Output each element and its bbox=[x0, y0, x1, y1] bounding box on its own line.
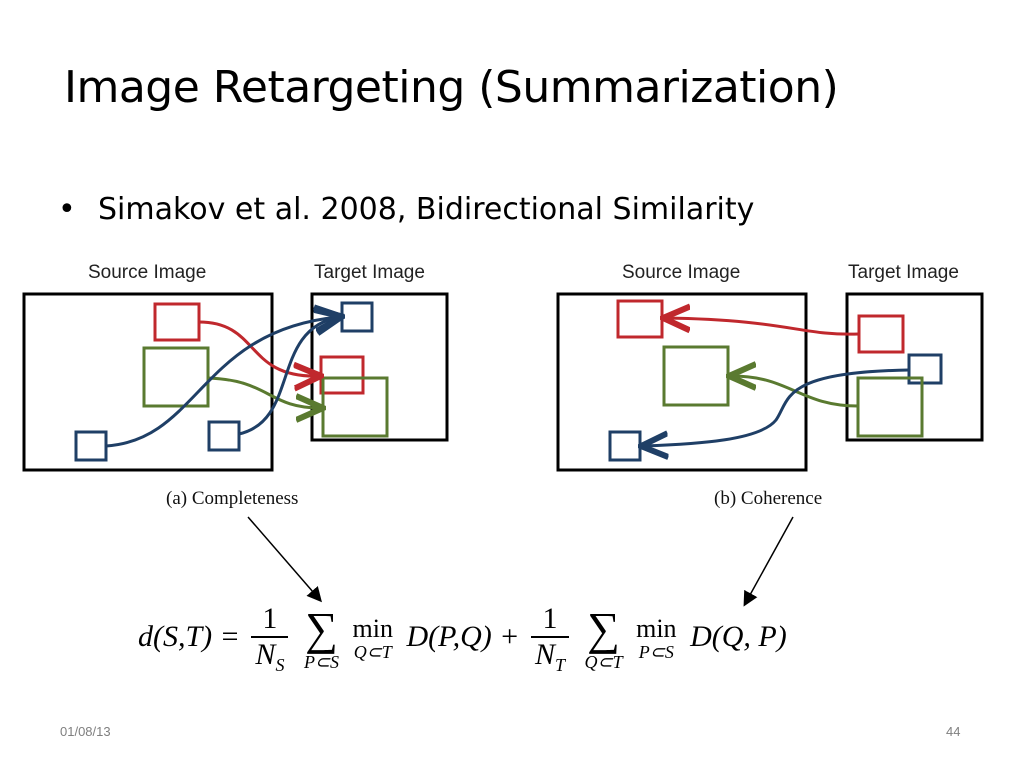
bullet-item: • Simakov et al. 2008, Bidirectional Simi… bbox=[58, 192, 754, 227]
frac1-denominator: N bbox=[255, 638, 276, 671]
fig-a-source-red-patch bbox=[153, 302, 201, 342]
sum1-subscript: P⊂S bbox=[303, 651, 340, 672]
fig-a-target-green-patch bbox=[321, 376, 389, 438]
formula-sum-1: ∑ P⊂S bbox=[303, 602, 340, 673]
fig-b-source-red-patch bbox=[616, 299, 664, 339]
frac1-numerator: 1 bbox=[251, 602, 289, 638]
fig-b-source-blue-patch bbox=[608, 430, 642, 462]
formula-fraction-1: 1 NS bbox=[251, 602, 289, 676]
fig-b-blue-arrow bbox=[644, 368, 910, 446]
formula-min-1: min Q⊂T bbox=[352, 613, 393, 663]
completeness-pointer-arrow bbox=[247, 516, 322, 603]
formula-fraction-2: 1 NT bbox=[530, 602, 570, 676]
fig-a-source-blue-patch-1 bbox=[74, 430, 108, 462]
fig-a-source-label: Source Image bbox=[88, 262, 207, 283]
formula-term-2: D(Q, P) bbox=[690, 619, 787, 653]
bullet-dot: • bbox=[58, 192, 76, 227]
sum1-sigma: ∑ bbox=[305, 602, 338, 654]
fig-a-blue-arrow-1 bbox=[105, 317, 339, 448]
min1-subscript: Q⊂T bbox=[353, 641, 392, 662]
fig-a-red-arrow bbox=[198, 320, 318, 376]
slide-page-number: 44 bbox=[946, 724, 961, 739]
fig-b-target-label: Target Image bbox=[848, 262, 959, 283]
slide-date: 01/08/13 bbox=[60, 724, 111, 739]
fig-a-green-arrow bbox=[207, 376, 320, 408]
formula-term-1: D(P,Q) + bbox=[406, 619, 520, 653]
sum2-sigma: ∑ bbox=[587, 602, 620, 654]
fig-b-target-blue-patch bbox=[907, 353, 943, 385]
formula-lhs: d(S,T) = bbox=[138, 619, 240, 653]
fig-b-source-green-patch bbox=[662, 345, 730, 407]
fig-b-source-frame bbox=[556, 292, 808, 472]
min2-word: min bbox=[636, 613, 677, 643]
figure-a-completeness bbox=[22, 292, 449, 472]
fig-b-target-green-patch bbox=[856, 376, 924, 438]
min2-subscript: P⊂S bbox=[638, 641, 674, 662]
frac2-numerator: 1 bbox=[530, 602, 570, 638]
fig-a-target-red-patch bbox=[319, 355, 365, 395]
bullet-text: Simakov et al. 2008, Bidirectional Simil… bbox=[98, 192, 755, 227]
fig-a-target-label: Target Image bbox=[314, 262, 425, 283]
formula-min-2: min P⊂S bbox=[636, 613, 677, 663]
frac2-denominator: N bbox=[534, 638, 555, 671]
frac1-denominator-sub: S bbox=[275, 655, 285, 675]
slide-title: Image Retargeting (Summarization) bbox=[64, 62, 839, 113]
fig-a-target-frame bbox=[310, 292, 449, 442]
coherence-pointer-arrow bbox=[743, 516, 794, 607]
fig-b-target-red-patch bbox=[857, 314, 905, 354]
fig-b-source-label: Source Image bbox=[622, 262, 741, 283]
fig-b-target-frame bbox=[845, 292, 984, 442]
sum2-subscript: Q⊂T bbox=[584, 651, 623, 672]
fig-a-caption: (a) Completeness bbox=[166, 488, 299, 509]
fig-a-source-green-patch bbox=[142, 346, 210, 408]
fig-a-source-blue-patch-2 bbox=[207, 420, 241, 452]
fig-a-target-blue-patch bbox=[340, 301, 374, 333]
frac2-denominator-sub: T bbox=[555, 655, 566, 675]
bidirectional-similarity-formula: d(S,T) = 1 NS ∑ P⊂S min Q⊂T D(P,Q) + 1 N… bbox=[138, 602, 787, 676]
figure-b-coherence bbox=[556, 292, 984, 472]
fig-a-source-frame bbox=[22, 292, 274, 472]
fig-b-red-arrow bbox=[666, 318, 860, 336]
fig-b-caption: (b) Coherence bbox=[714, 488, 823, 509]
min1-word: min bbox=[352, 613, 393, 643]
formula-sum-2: ∑ Q⊂T bbox=[584, 602, 623, 673]
fig-a-blue-arrow-2 bbox=[238, 317, 339, 436]
